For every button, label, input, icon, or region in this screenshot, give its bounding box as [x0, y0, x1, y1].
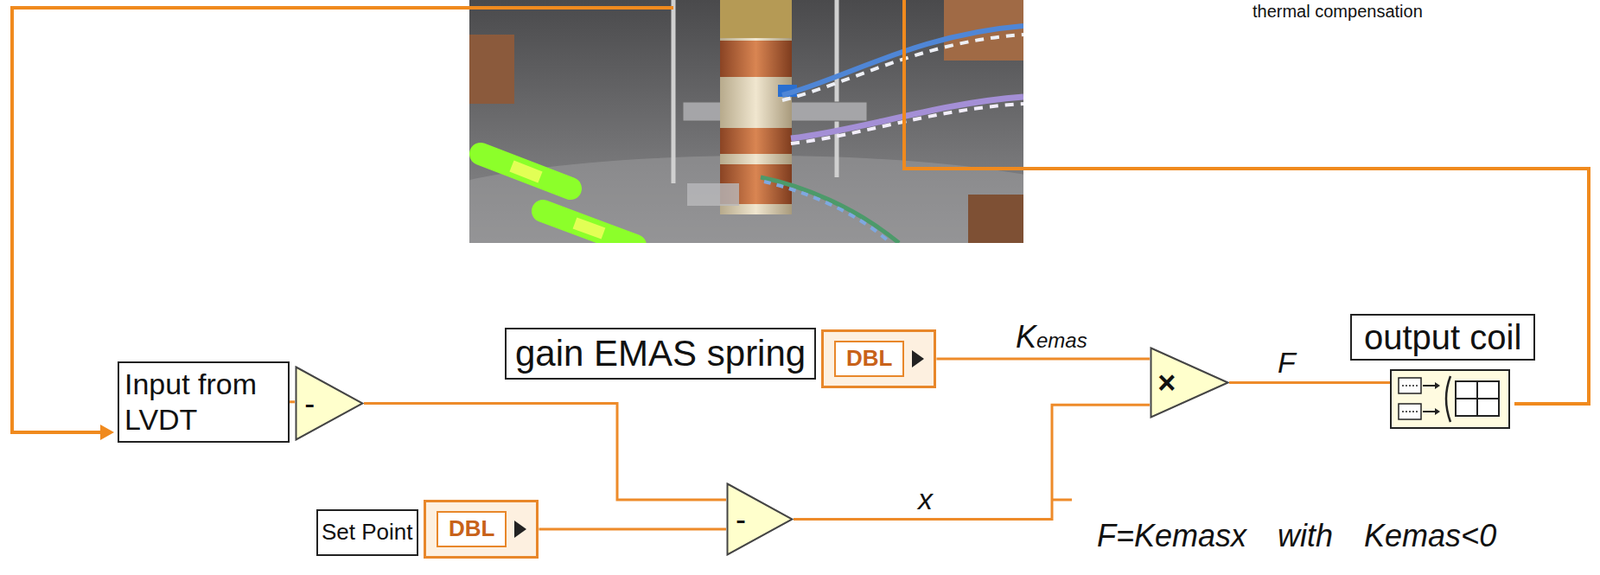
level-bubble	[574, 223, 604, 234]
data-wire	[538, 527, 727, 530]
spirit-level	[542, 210, 636, 243]
terminal-arrow	[911, 349, 925, 369]
photo	[469, 0, 1024, 243]
type-tag: DBL	[834, 340, 905, 377]
multiply-primitive: ×	[1149, 346, 1230, 419]
signal-name: x	[917, 483, 933, 516]
formula: F=Kemasx with Kemas<0	[1096, 518, 1497, 554]
wood-block	[469, 34, 515, 104]
screw-rod	[835, 0, 840, 178]
icon-grid	[1455, 397, 1499, 400]
spirit-level	[480, 153, 571, 189]
wood-block	[968, 194, 1024, 243]
foil	[687, 183, 740, 206]
signal-name: Kemas	[1015, 319, 1088, 355]
data-wire	[289, 400, 295, 403]
terminal-label: output coil	[1350, 313, 1536, 361]
screw-rod	[671, 0, 676, 184]
signal-name: F	[1277, 346, 1296, 379]
label-text: Input from LVDT	[124, 366, 283, 438]
wire-pair	[764, 181, 891, 243]
data-wire	[1229, 381, 1390, 384]
output-wire	[904, 0, 1589, 404]
build-array-icon	[1389, 369, 1511, 429]
icon-frame	[1390, 369, 1510, 428]
terminal-arrow	[514, 520, 527, 538]
control-terminal: gain EMAS springDBL	[821, 329, 937, 389]
level-bubble	[511, 165, 541, 178]
icon-bracket	[1446, 376, 1451, 422]
terminal-arrow	[513, 519, 528, 539]
icon-arrow	[1422, 410, 1435, 413]
icon-arrow	[1434, 382, 1441, 389]
icon-arrow	[1434, 407, 1441, 415]
terminal-arrow	[911, 350, 925, 368]
subtract-primitive: -	[726, 482, 794, 556]
icon-dots	[1402, 410, 1418, 413]
negate-primitive: -	[294, 365, 364, 441]
wire-pair	[790, 96, 1024, 139]
operator-symbol: -	[304, 388, 315, 420]
type-tag: DBL	[436, 510, 507, 548]
data-wire	[793, 404, 1150, 519]
operator-symbol: ×	[1157, 367, 1176, 399]
copper-coil	[720, 40, 792, 77]
copper-coil	[720, 127, 792, 154]
control-terminal: Set PointDBL	[423, 499, 539, 559]
data-wire	[363, 403, 727, 500]
photo-caption: thermal compensation	[1252, 1, 1423, 21]
operator-symbol: -	[735, 503, 746, 536]
terminal-label: Input from LVDT	[117, 361, 290, 443]
icon-dots	[1402, 384, 1418, 387]
icon-input	[1398, 377, 1422, 394]
triangle-outline	[296, 367, 364, 440]
data-wire	[936, 356, 1150, 360]
output-icon: output coil	[1389, 369, 1511, 429]
arrow-head	[100, 424, 115, 440]
triangle-outline	[727, 484, 793, 555]
wire-pair	[790, 103, 1024, 144]
terminal-label: Set Point	[316, 509, 419, 556]
brass-top	[720, 0, 792, 39]
terminal-label: gain EMAS spring	[504, 327, 816, 380]
icon-grid	[1455, 381, 1499, 416]
icon-input	[1398, 403, 1422, 420]
wire-pair	[760, 177, 899, 243]
wire-stub	[1051, 498, 1072, 502]
icon-arrow	[1422, 384, 1435, 387]
triangle-outline	[1151, 348, 1229, 418]
